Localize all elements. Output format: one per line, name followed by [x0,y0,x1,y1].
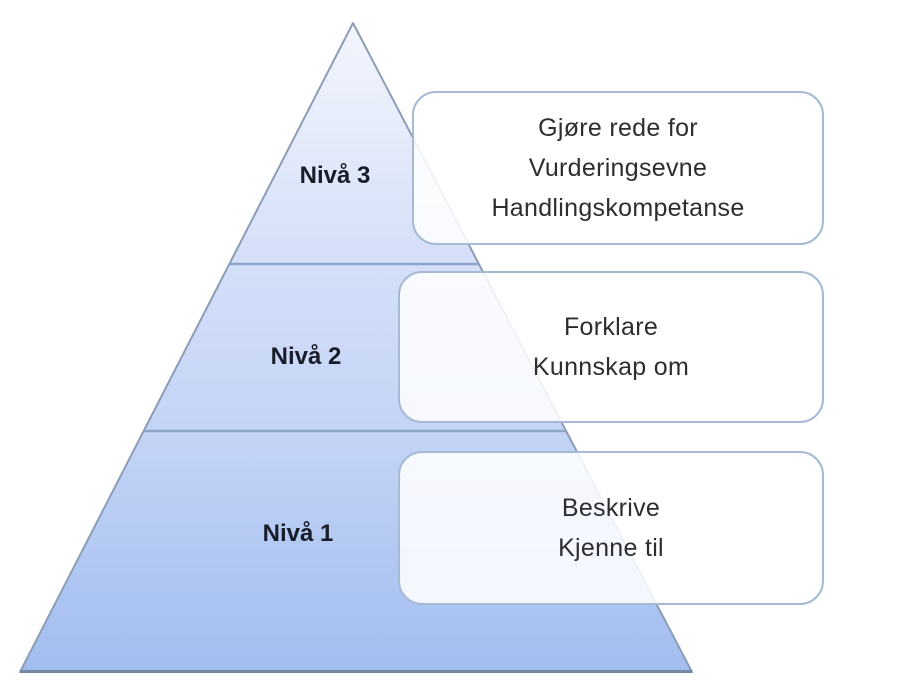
level-2-line: Kunnskap om [532,353,690,381]
level-1-line: Kjenne til [558,534,664,562]
level-2-line: Forklare [563,313,659,341]
level-3-line: Gjøre rede for [538,114,698,142]
level-1-line: Beskrive [561,494,661,522]
level-3-box: Gjøre rede for Vurderingsevne Handlingsk… [412,91,824,245]
level-1-label: Nivå 1 [262,520,334,547]
level-3-line: Vurderingsevne [528,154,708,182]
level-2-label: Nivå 2 [270,343,342,370]
level-1-box: Beskrive Kjenne til [398,451,824,605]
level-3-line: Handlingskompetanse [491,194,745,222]
level-3-label: Nivå 3 [299,162,371,189]
level-2-box: Forklare Kunnskap om [398,271,824,423]
